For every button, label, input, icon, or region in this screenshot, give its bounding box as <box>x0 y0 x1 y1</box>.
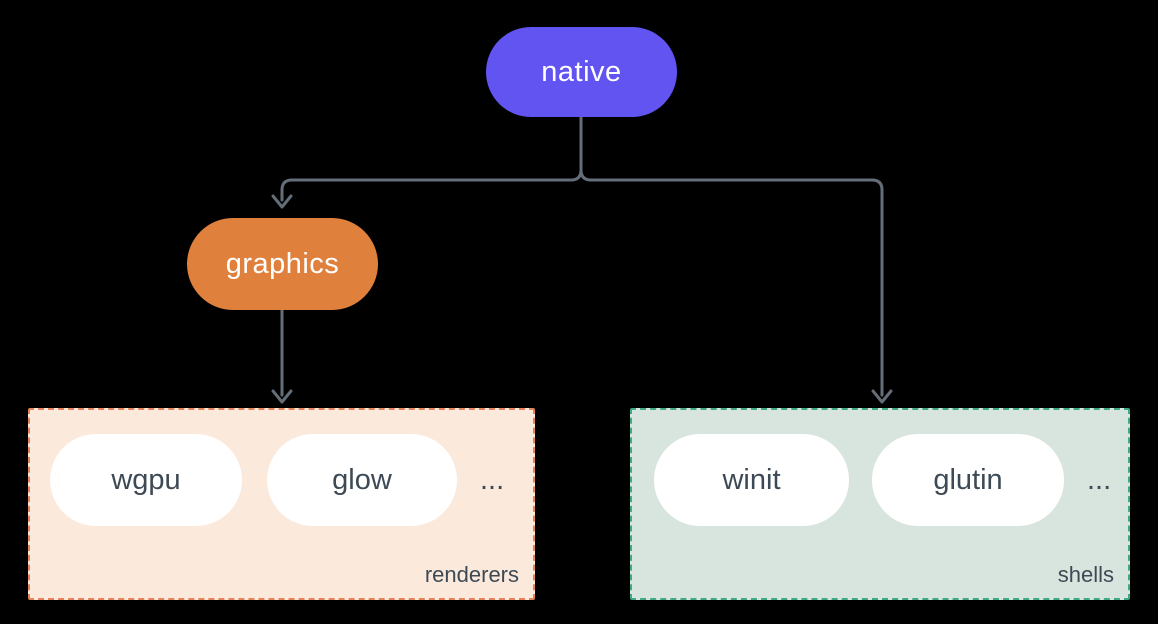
edge-native-shells <box>579 115 884 397</box>
node-winit: winit <box>654 434 849 526</box>
ellipsis-shells: ... <box>1087 463 1112 496</box>
node-glutin: glutin <box>872 434 1064 526</box>
arrowhead-graphics <box>271 194 293 209</box>
node-glow: glow <box>267 434 457 526</box>
group-label-renderers: renderers <box>424 562 519 587</box>
arrowhead-renderers <box>271 389 293 404</box>
arrowhead-shells <box>871 389 893 404</box>
group-shells: winit glutin ... shells <box>630 408 1130 600</box>
group-renderers: wgpu glow ... renderers <box>28 408 535 600</box>
node-wgpu: wgpu <box>50 434 242 526</box>
edge-native-graphics <box>280 115 583 202</box>
ellipsis-renderers: ... <box>480 463 505 496</box>
node-graphics: graphics <box>187 218 378 310</box>
node-native: native <box>486 27 677 117</box>
group-label-shells: shells <box>1057 562 1114 587</box>
